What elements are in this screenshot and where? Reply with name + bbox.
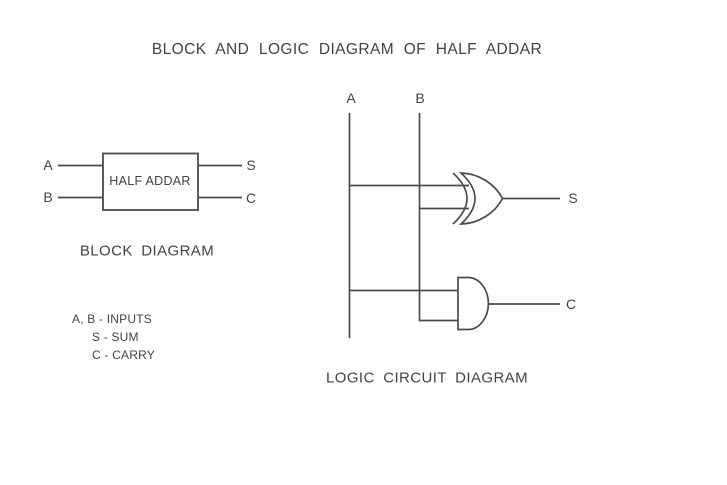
block-input-label-b: B: [43, 189, 53, 205]
legend-sum: S - SUM: [92, 330, 139, 344]
half-adder-box-label: HALF ADDAR: [109, 174, 191, 188]
legend-inputs: A, B - INPUTS: [72, 312, 152, 326]
page-title: BLOCK AND LOGIC DIAGRAM OF HALF ADDAR: [151, 41, 543, 58]
sum-output-label: S: [568, 190, 578, 206]
block-output-label-s: S: [246, 157, 256, 173]
logic-input-label-a: A: [346, 90, 356, 106]
block-diagram-caption: BLOCK DIAGRAM: [79, 242, 215, 260]
xor-gate-back-arc: [452, 172, 468, 225]
logic-input-rail-b: [418, 113, 458, 322]
carry-output-label: C: [565, 296, 577, 312]
block-output-label-c: C: [245, 189, 257, 206]
logic-circuit-caption: LOGIC CIRCUIT DIAGRAM: [326, 369, 528, 387]
xor-gate: [458, 172, 504, 225]
logic-input-label-b: B: [415, 90, 425, 106]
legend: A, B - INPUTS S - SUM C - CARRY: [72, 310, 155, 364]
legend-carry: C - CARRY: [92, 348, 155, 362]
and-gate: [457, 276, 490, 331]
block-input-label-a: A: [43, 156, 53, 173]
half-adder-box: [102, 152, 199, 211]
